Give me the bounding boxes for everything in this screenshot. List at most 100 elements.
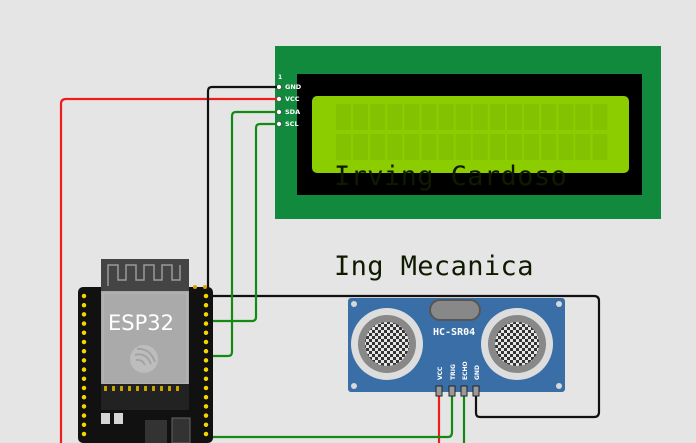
esp32-header-pin[interactable] — [81, 421, 87, 428]
esp32-board[interactable]: ESP32 — [78, 259, 213, 443]
esp32-right-header — [203, 293, 209, 437]
lcd-pin-scl[interactable] — [275, 121, 282, 128]
wire-gnd-black[interactable] — [206, 85, 277, 296]
sensor-transducer-right — [481, 308, 553, 380]
lcd-pin-gnd[interactable] — [275, 84, 282, 91]
sensor-pin-vcc[interactable] — [435, 385, 443, 397]
esp32-smd-2 — [114, 413, 123, 424]
lcd-character-cells — [336, 104, 608, 160]
sensor-pin-echo[interactable] — [460, 385, 468, 397]
lcd-cell — [541, 134, 557, 160]
lcd-cell — [541, 104, 557, 130]
hc-sr04-sensor[interactable]: HC-SR04 VCC TRIG ECHO GND — [348, 298, 565, 397]
esp32-header-pin[interactable] — [81, 412, 87, 419]
esp32-header-pin[interactable] — [203, 302, 209, 309]
esp32-header-pin[interactable] — [81, 329, 87, 336]
wire-sensor-gnd-black[interactable] — [208, 294, 601, 419]
lcd-cell — [558, 104, 574, 130]
lcd-cell — [404, 134, 420, 160]
esp32-header-pin[interactable] — [81, 403, 87, 410]
lcd-cell — [489, 104, 505, 130]
wire-sda-green[interactable] — [206, 110, 277, 358]
lcd-cell — [404, 104, 420, 130]
lcd-cell — [438, 134, 454, 160]
esp32-header-pin[interactable] — [81, 320, 87, 327]
lcd-cell — [472, 104, 488, 130]
esp32-header-pin[interactable] — [203, 320, 209, 327]
esp32-header-pin[interactable] — [203, 375, 209, 382]
lcd-cell — [336, 134, 351, 160]
esp32-header-pin[interactable] — [203, 403, 209, 410]
esp32-module-castellations — [104, 386, 179, 391]
esp32-header-pin[interactable] — [203, 394, 209, 401]
esp32-header-pin[interactable] — [203, 412, 209, 419]
lcd-pin-label-vcc: VCC — [285, 95, 300, 103]
esp32-led-1 — [193, 285, 197, 289]
lcd-pin-sda[interactable] — [275, 109, 282, 116]
esp32-chip-2 — [171, 417, 191, 443]
esp32-chip — [145, 420, 167, 443]
esp32-header-pin[interactable] — [81, 293, 87, 299]
esp32-header-pin[interactable] — [81, 311, 87, 318]
lcd-pin-label-gnd: GND — [285, 83, 302, 91]
esp32-header-pin[interactable] — [203, 421, 209, 428]
sensor-crystal — [429, 299, 481, 321]
esp32-header-pin[interactable] — [81, 385, 87, 391]
lcd-cell — [575, 104, 591, 130]
wire-scl-green[interactable] — [206, 122, 277, 323]
sensor-pin-gnd[interactable] — [472, 385, 480, 397]
lcd-cell — [353, 104, 369, 130]
esp32-header-pin[interactable] — [203, 357, 209, 364]
lcd-cell — [421, 104, 437, 130]
sensor-transducer-left — [351, 308, 423, 380]
lcd-cell — [489, 134, 505, 160]
lcd-cell — [524, 104, 540, 130]
sensor-pin-label-trig: TRIG — [450, 364, 457, 380]
esp32-header-pin[interactable] — [81, 302, 87, 309]
lcd-module[interactable]: 1 GND VCC SDA SCL — [275, 46, 661, 219]
lcd-cell — [438, 104, 454, 130]
lcd-pin-vcc[interactable] — [275, 96, 282, 103]
esp32-header-pin[interactable] — [81, 357, 87, 364]
lcd-cell — [336, 104, 351, 130]
lcd-cell — [455, 104, 471, 130]
lcd-cell — [387, 104, 403, 130]
lcd-cell — [387, 134, 403, 160]
lcd-pin-label-scl: SCL — [285, 120, 299, 128]
lcd-pin-header: GND VCC SDA SCL — [275, 83, 302, 128]
esp32-header-pin[interactable] — [203, 329, 209, 336]
esp32-header-pin[interactable] — [81, 339, 87, 345]
sensor-pin-trig[interactable] — [448, 385, 456, 397]
sensor-mount-hole-4 — [556, 383, 562, 389]
lcd-line-2: Ing Mecanica — [334, 251, 534, 282]
lcd-cell — [353, 134, 369, 160]
lcd-cell — [507, 104, 522, 130]
wires — [59, 85, 601, 443]
esp32-header-pin[interactable] — [203, 366, 209, 373]
esp32-header-pin[interactable] — [203, 293, 209, 299]
esp32-header-pin[interactable] — [81, 394, 87, 401]
esp32-header-pin[interactable] — [203, 339, 209, 345]
lcd-cell — [370, 104, 386, 130]
lcd-cell — [455, 134, 471, 160]
sensor-pin-labels: VCC TRIG ECHO GND — [437, 361, 481, 380]
sensor-mount-hole-1 — [351, 301, 357, 307]
esp32-header-pin[interactable] — [203, 311, 209, 318]
wire-trig-green[interactable] — [210, 395, 454, 439]
esp32-header-pin[interactable] — [81, 366, 87, 373]
esp32-header-pin[interactable] — [81, 348, 87, 355]
esp32-header-pin[interactable] — [203, 385, 209, 391]
lcd-cell — [558, 134, 574, 160]
esp32-header-pin[interactable] — [81, 431, 87, 437]
sensor-mount-hole-3 — [351, 383, 357, 389]
esp32-header-pin[interactable] — [203, 348, 209, 355]
lcd-cell — [592, 134, 608, 160]
sensor-label: HC-SR04 — [433, 327, 475, 338]
esp32-led-2 — [203, 285, 207, 289]
esp32-label: ESP32 — [108, 311, 174, 335]
esp32-header-pin[interactable] — [203, 431, 209, 437]
wire-vcc-red[interactable] — [59, 97, 277, 443]
sensor-pins — [435, 385, 480, 397]
esp32-header-pin[interactable] — [81, 375, 87, 382]
lcd-pin-label-sda: SDA — [285, 108, 300, 116]
